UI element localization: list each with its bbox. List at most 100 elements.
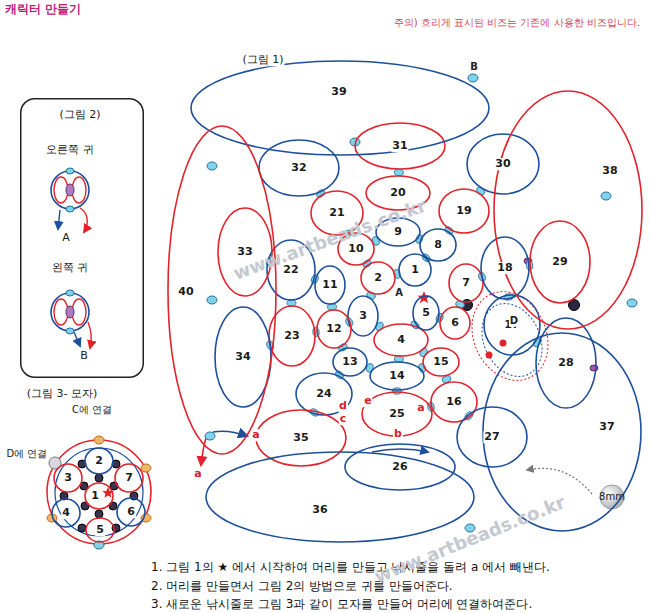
region-number: 21 <box>328 207 345 219</box>
point-label: A <box>394 288 404 299</box>
region-number: 25 <box>388 408 405 420</box>
loop-region: 38 <box>493 90 643 330</box>
region-number: 39 <box>330 86 347 98</box>
loop-region: 12 <box>316 309 352 349</box>
loop-region: 11 <box>314 265 346 305</box>
loop-outline <box>54 464 82 492</box>
ear-drawing <box>66 184 74 196</box>
region-number: 2 <box>373 272 383 284</box>
bead <box>468 74 478 82</box>
region-number: 38 <box>601 165 618 177</box>
loop-outline <box>85 448 113 474</box>
bead <box>207 296 217 304</box>
ear-drawing <box>66 206 74 212</box>
loop-outline <box>190 60 490 156</box>
region-number: 5 <box>95 524 105 536</box>
cap-loop: 6 <box>116 497 146 527</box>
cap-drawing <box>95 474 103 482</box>
loop-region: 40 <box>167 125 277 455</box>
loop-outline <box>206 452 474 542</box>
loop-region: 27 <box>456 406 528 468</box>
size-sphere <box>527 468 592 494</box>
loop-region: 3 <box>347 295 379 337</box>
region-number: 9 <box>393 226 403 238</box>
cap-drawing <box>95 510 103 518</box>
dark-bead <box>500 340 507 347</box>
loop-region: 15 <box>422 347 460 377</box>
region-number: 1 <box>410 264 420 276</box>
region-number: 6 <box>450 317 460 329</box>
region-number: 3 <box>358 310 368 322</box>
ear-label: 왼쪽 귀 <box>51 262 90 274</box>
region-number: 27 <box>483 431 500 443</box>
loop-outline <box>355 123 445 169</box>
loop-outline <box>457 407 527 467</box>
loop-region: 2 <box>360 261 396 295</box>
region-number: 6 <box>126 506 136 518</box>
loop-outline <box>296 373 352 415</box>
loop-outline <box>361 262 395 294</box>
cap-drawing <box>141 464 151 472</box>
region-number: 20 <box>389 187 406 199</box>
region-number: 7 <box>461 277 471 289</box>
ear-drawing <box>66 168 74 174</box>
ear-label: A <box>61 232 71 244</box>
loop-outline <box>440 307 470 339</box>
bead <box>601 192 611 200</box>
figure-title: (그림 1) <box>241 54 284 66</box>
loop-outline <box>315 266 345 304</box>
loop-outline <box>348 296 378 336</box>
point-label: D에 연결 <box>6 449 49 460</box>
cap-drawing <box>47 440 151 544</box>
bead <box>393 388 402 394</box>
region-number: 10 <box>347 243 364 255</box>
loop-region: 7 <box>448 263 484 303</box>
point-label: a <box>416 402 425 414</box>
loop-outline <box>481 237 529 299</box>
region-number: 13 <box>341 356 358 368</box>
cap-drawing <box>55 448 143 536</box>
region-number: 2 <box>94 455 104 467</box>
loop-outline <box>115 464 143 492</box>
figure-panel: (그림 2)오른쪽 귀A왼쪽 귀B <box>20 98 144 378</box>
region-number: 34 <box>234 351 251 363</box>
region-number: 36 <box>311 504 328 516</box>
region-number: 7 <box>124 472 134 484</box>
loop-outline <box>449 264 483 302</box>
region-number: 1 <box>90 490 100 502</box>
region-number: 11 <box>321 279 338 291</box>
loop-region: 36 <box>205 451 475 543</box>
loop-outline <box>168 126 276 454</box>
region-number: 35 <box>292 432 309 444</box>
bead <box>207 162 217 170</box>
loop-region: 18 <box>480 236 530 300</box>
region-number: 33 <box>236 246 253 258</box>
loop-region: 29 <box>529 220 591 304</box>
loop-outline <box>205 451 475 543</box>
guide-loop <box>458 279 562 393</box>
dark-bead <box>590 365 598 371</box>
point-label: d <box>338 400 348 412</box>
region-number: 24 <box>315 388 332 400</box>
point-label: a <box>193 468 202 480</box>
loop-outline <box>467 134 539 194</box>
loop-region: 30 <box>466 133 540 195</box>
loop-outline <box>333 348 367 376</box>
loop-outline <box>256 410 346 466</box>
loop-outline <box>117 498 145 526</box>
loop-region: 39 <box>190 60 490 156</box>
region-number: 30 <box>494 158 511 170</box>
ear-drawing <box>58 210 60 229</box>
point-label: C에 연결 <box>71 405 113 416</box>
region-number: 3 <box>63 472 73 484</box>
ear-drawing <box>80 208 87 232</box>
loop-outline <box>218 208 272 296</box>
region-number: 8 <box>433 239 443 251</box>
loop-outline <box>215 307 271 407</box>
cap-drawing <box>94 436 104 444</box>
loop-region: 13 <box>332 347 368 377</box>
loop-region: 8 <box>419 228 457 262</box>
region-number: 4 <box>61 507 71 519</box>
region-number: 5 <box>421 307 431 319</box>
